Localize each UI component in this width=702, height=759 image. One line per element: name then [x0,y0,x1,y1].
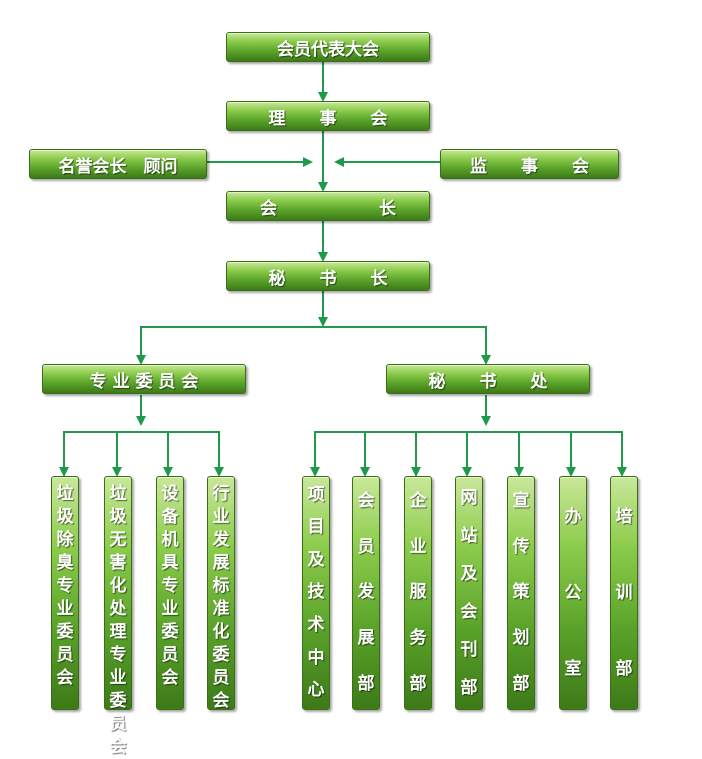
box-character: 会 [109,737,127,757]
box-character: 会 [56,668,74,688]
box-character: 备 [161,507,179,527]
box-character: 委 [109,691,127,711]
department-box-2: 会员发展部 [352,476,380,710]
box-character: 办 [564,506,582,527]
department-box-4: 网站及会刊部 [455,476,483,710]
box-character: 服 [409,582,427,603]
box-character: 术 [307,615,325,636]
box-character: 业 [56,599,74,619]
professional-committees-box: 专 业 委 员 会 [42,364,246,394]
box-character: 训 [615,582,633,603]
box-character: 委 [212,645,230,665]
box-character: 会 [357,491,375,512]
box-character: 处 [109,599,127,619]
box-character: 化 [109,576,127,596]
box-character: 垃 [56,484,74,504]
box-character: 垃 [109,484,127,504]
box-character: 传 [512,536,530,557]
box-character: 业 [109,668,127,688]
box-character: 除 [56,530,74,550]
council-box: 理 事 会 [226,101,430,131]
box-character: 发 [357,582,375,603]
box-character: 害 [109,553,127,573]
box-character: 臭 [56,553,74,573]
box-character: 划 [512,628,530,649]
honorary-advisor-box: 名誉会长 顾问 [29,149,207,179]
box-character: 会 [460,601,478,622]
box-character: 员 [109,714,127,734]
box-character: 员 [212,668,230,688]
department-box-6: 办公室 [559,476,587,710]
box-character: 及 [460,563,478,584]
president-box: 会 长 [226,191,430,221]
secretariat-box: 秘 书 处 [386,364,590,394]
box-character: 网 [460,487,478,508]
box-character: 部 [512,673,530,694]
box-character: 机 [161,530,179,550]
box-character: 员 [161,645,179,665]
box-character: 设 [161,484,179,504]
box-character: 部 [357,673,375,694]
committee-box-1: 垃圾除臭专业委员会 [51,476,79,710]
box-character: 业 [212,507,230,527]
box-character: 业 [409,536,427,557]
secretary-general-box: 秘 书 长 [226,261,430,291]
box-character: 圾 [109,507,127,527]
box-character: 具 [161,553,179,573]
committee-box-2: 垃圾无害化处理专业委员会 [104,476,132,757]
supervisory-board-box: 监 事 会 [440,149,619,179]
box-character: 企 [409,491,427,512]
box-character: 行 [212,484,230,504]
box-character: 发 [212,530,230,550]
box-character: 会 [212,691,230,711]
department-box-5: 宣传策划部 [507,476,535,710]
box-character: 专 [109,645,127,665]
box-character: 部 [615,658,633,679]
box-character: 培 [615,506,633,527]
box-character: 部 [409,673,427,694]
box-character: 展 [212,553,230,573]
box-character: 专 [161,576,179,596]
box-character: 专 [56,576,74,596]
connector-lines [59,62,627,477]
box-character: 目 [307,517,325,538]
box-character: 心 [307,680,325,701]
box-character: 员 [357,536,375,557]
box-character: 中 [307,647,325,668]
committee-box-3: 设备机具专业委员会 [156,476,184,710]
box-character: 展 [357,628,375,649]
box-character: 技 [307,582,325,603]
box-character: 站 [460,525,478,546]
box-character: 及 [307,549,325,570]
box-character: 刊 [460,639,478,660]
member-congress-box: 会员代表大会 [226,32,430,62]
box-character: 室 [564,658,582,679]
department-box-7: 培训部 [610,476,638,710]
box-character: 准 [212,599,230,619]
committee-box-4: 行业发展标准化委员会 [207,476,235,711]
box-character: 无 [109,530,127,550]
box-character: 委 [161,622,179,642]
box-character: 理 [109,622,127,642]
box-character: 部 [460,677,478,698]
box-character: 化 [212,622,230,642]
box-character: 项 [307,484,325,505]
box-character: 宣 [512,491,530,512]
box-character: 公 [564,582,582,603]
department-box-3: 企业服务部 [404,476,432,710]
department-box-1: 项目及技术中心 [302,476,330,710]
box-character: 务 [409,628,427,649]
box-character: 员 [56,645,74,665]
box-character: 策 [512,582,530,603]
box-character: 标 [212,576,230,596]
box-character: 圾 [56,507,74,527]
box-character: 业 [161,599,179,619]
box-character: 委 [56,622,74,642]
box-character: 会 [161,668,179,688]
